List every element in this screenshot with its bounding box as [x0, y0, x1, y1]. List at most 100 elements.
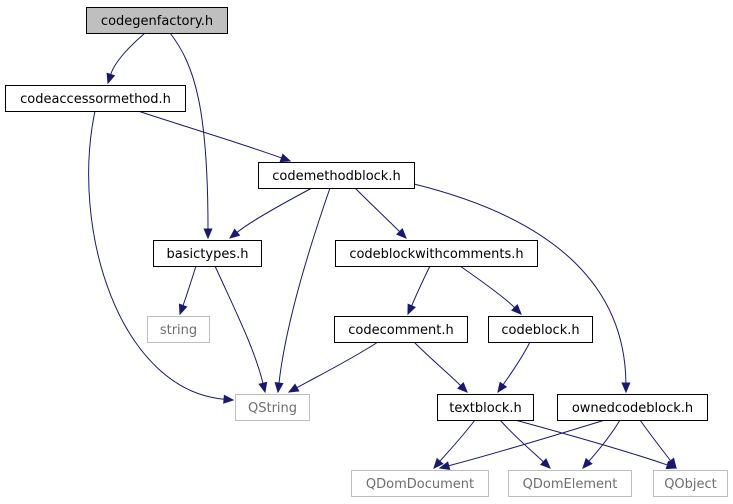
node-codeblock[interactable]: codeblock.h	[488, 316, 593, 343]
node-box	[351, 470, 489, 497]
node-label: string	[160, 323, 197, 338]
edge-line	[502, 341, 531, 385]
edge-codeaccessormethod-to-qstring	[88, 110, 235, 404]
node-label: codeaccessormethod.h	[20, 92, 171, 107]
edge-codemethodblock-to-basictypes	[228, 187, 313, 239]
node-box	[653, 470, 728, 497]
arrowhead-icon	[666, 457, 677, 470]
edge-ownedcodeblock-to-qdomelement	[582, 419, 621, 469]
node-qdomdocument[interactable]: QDomDocument	[351, 470, 489, 497]
arrowhead-icon	[497, 381, 508, 394]
node-box	[147, 316, 210, 343]
node-box	[5, 85, 186, 112]
edge-line	[278, 187, 331, 384]
arrowhead-icon	[279, 153, 292, 163]
node-label: codegenfactory.h	[101, 14, 213, 29]
node-label: QString	[248, 401, 297, 416]
edge-basictypes-to-qstring	[214, 265, 268, 394]
edge-codegenfactory-to-basictypes	[169, 32, 213, 240]
arrowhead-icon	[258, 381, 268, 394]
edge-line	[448, 419, 606, 467]
edge-textblock-to-qdomelement	[499, 419, 551, 469]
node-box	[258, 162, 415, 189]
arrowhead-icon	[106, 72, 116, 85]
node-codecomment[interactable]: codecomment.h	[334, 316, 468, 343]
arrowhead-icon	[433, 457, 444, 469]
edge-line	[413, 341, 461, 386]
edge-line	[588, 419, 621, 462]
edge-line	[214, 265, 264, 384]
edge-codecomment-to-qstring	[287, 341, 379, 393]
edge-line	[182, 265, 197, 306]
edge-line	[88, 110, 225, 400]
edge-codeblockwithcomments-to-codecomment	[407, 265, 431, 316]
arrowhead-icon	[539, 458, 551, 469]
edge-textblock-to-qobject	[514, 419, 678, 470]
node-codegenfactory[interactable]: codegenfactory.h	[86, 7, 228, 34]
arrowhead-icon	[511, 304, 522, 315]
edges-layer	[88, 32, 678, 471]
edge-line	[411, 265, 431, 306]
edge-basictypes-to-string	[178, 265, 197, 316]
arrowhead-icon	[223, 394, 235, 404]
arrowhead-icon	[457, 382, 468, 393]
node-textblock[interactable]: textblock.h	[437, 394, 534, 421]
node-box	[86, 7, 228, 34]
edge-line	[439, 419, 476, 462]
node-codeblockwithcomments[interactable]: codeblockwithcomments.h	[335, 240, 538, 267]
node-label: textblock.h	[449, 401, 522, 416]
edge-line	[296, 341, 379, 389]
node-codemethodblock[interactable]: codemethodblock.h	[258, 162, 415, 189]
edge-line	[514, 419, 668, 466]
arrowhead-icon	[582, 457, 593, 469]
node-label: QObject	[664, 477, 717, 492]
arrowhead-icon	[621, 382, 631, 394]
edge-codecomment-to-textblock	[413, 341, 468, 393]
node-qstring[interactable]: QString	[235, 394, 310, 421]
arrowhead-icon	[274, 382, 284, 394]
arrowhead-icon	[203, 228, 213, 240]
node-string[interactable]: string	[147, 316, 210, 343]
edge-line	[499, 419, 544, 463]
node-box	[437, 394, 534, 421]
node-label: codeblockwithcomments.h	[349, 247, 523, 262]
node-label: ownedcodeblock.h	[572, 401, 693, 416]
edge-codeaccessormethod-to-codemethodblock	[137, 110, 292, 163]
edge-line	[639, 419, 671, 462]
edge-line	[137, 110, 282, 159]
edge-ownedcodeblock-to-qdomdocument	[438, 419, 606, 471]
node-box	[335, 240, 538, 267]
node-box	[488, 316, 593, 343]
node-box	[508, 470, 632, 497]
node-qobject[interactable]: QObject	[653, 470, 728, 497]
edge-line	[459, 265, 515, 308]
node-label: codemethodblock.h	[272, 169, 400, 184]
edge-codeblock-to-textblock	[497, 341, 531, 394]
arrowhead-icon	[438, 461, 451, 471]
edge-ownedcodeblock-to-qobject	[639, 419, 677, 470]
node-box	[334, 316, 468, 343]
arrowhead-icon	[407, 303, 416, 316]
node-label: codecomment.h	[348, 323, 454, 338]
edge-textblock-to-qdomdocument	[433, 419, 476, 469]
edge-line	[236, 187, 313, 233]
edge-codemethodblock-to-ownedcodeblock	[413, 183, 631, 394]
arrowhead-icon	[396, 228, 407, 239]
node-label: basictypes.h	[167, 247, 249, 262]
node-label: QDomElement	[523, 477, 618, 492]
arrowhead-icon	[178, 303, 188, 316]
node-basictypes[interactable]: basictypes.h	[153, 240, 262, 267]
node-codeaccessormethod[interactable]: codeaccessormethod.h	[5, 85, 186, 112]
nodes-layer: codegenfactory.h codeaccessormethod.h code…	[5, 7, 728, 497]
arrowhead-icon	[287, 383, 300, 393]
edge-line	[110, 32, 146, 75]
edge-codemethodblock-to-codeblockwithcomments	[354, 187, 407, 239]
node-box	[235, 394, 310, 421]
node-label: QDomDocument	[366, 477, 474, 492]
node-box	[153, 240, 262, 267]
edge-line	[354, 187, 400, 232]
edge-line	[413, 183, 627, 384]
node-ownedcodeblock[interactable]: ownedcodeblock.h	[557, 394, 708, 421]
node-qdomelement[interactable]: QDomElement	[508, 470, 632, 497]
